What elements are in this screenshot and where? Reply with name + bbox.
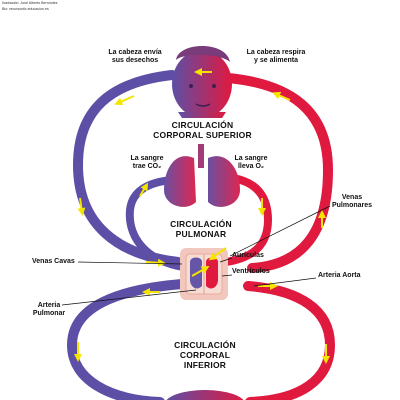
atria-label: Aurículas xyxy=(232,252,264,259)
vena-cava-label: Venas Cavas xyxy=(32,258,75,265)
blood-brings-co2-label: La sangre trae CO₂ xyxy=(130,155,164,170)
flow-arrow-icon xyxy=(208,247,227,261)
pulmonary-vein-vessel xyxy=(222,174,273,266)
flow-arrow-icon xyxy=(272,91,291,101)
head-sends-label: La cabeza envía sus desechos xyxy=(108,49,162,64)
pulmonary-circulation-label: CIRCULACIÓN PULMONAR xyxy=(170,219,232,239)
credit-illustrator: Ilustración: José Alberto Bermúdez xyxy=(2,1,58,5)
lungs-icon xyxy=(164,144,240,207)
upper-circulation-label: CIRCULACIÓN CORPORAL SUPERIOR xyxy=(153,120,252,140)
leader-lines xyxy=(61,205,331,306)
lower-vein-vessel xyxy=(66,279,187,400)
flow-arrow-icon xyxy=(114,95,135,106)
flow-arrow-icon xyxy=(139,182,149,197)
credit-source: Bio: recursostic.educacion.es xyxy=(2,7,49,11)
head-icon xyxy=(172,46,232,118)
upper-vein-vessel xyxy=(72,70,183,267)
ventricles-label: Ventrículos xyxy=(232,268,270,275)
blood-carries-o2-label: La sangre lleva O₂ xyxy=(234,155,268,170)
lower-circulation-label: CIRCULACIÓN CORPORAL INFERIOR xyxy=(174,340,236,370)
heart-icon xyxy=(180,248,228,300)
pulmonary-artery-label: Arteria Pulmonar xyxy=(32,302,66,317)
lower-artery-vessel xyxy=(243,281,336,400)
aorta-label: Arteria Aorta xyxy=(318,272,361,279)
upper-artery-vessel xyxy=(223,73,334,273)
flow-arrow-icon xyxy=(77,197,86,216)
head-breathes-label: La cabeza respira y se alimenta xyxy=(246,49,306,64)
flow-arrows xyxy=(74,68,330,364)
pulmonary-veins-label: Venas Pulmonares xyxy=(331,194,373,209)
flow-arrow-icon xyxy=(191,266,210,277)
lower-body-organ xyxy=(166,390,244,400)
flow-arrow-icon xyxy=(145,258,166,267)
